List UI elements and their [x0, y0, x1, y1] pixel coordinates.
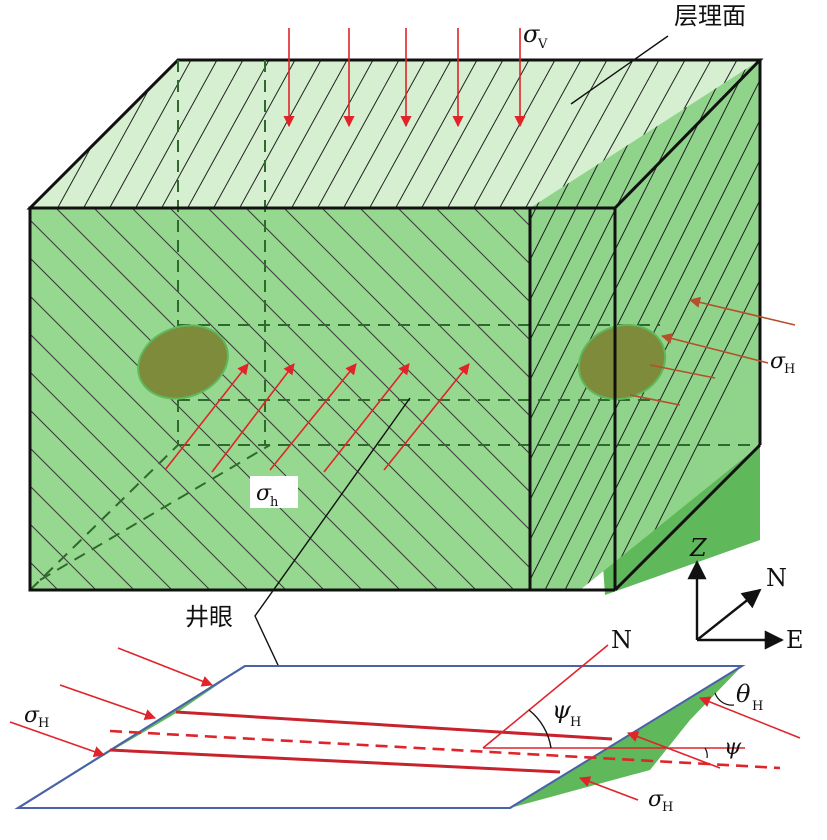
svg-text:ψ: ψ	[552, 696, 572, 724]
svg-text:σ: σ	[770, 349, 786, 374]
bedding-line	[245, 208, 530, 493]
bedding-line	[30, 409, 211, 590]
svg-text:h: h	[270, 495, 279, 510]
sigma-H-bottom-label: σ H	[648, 787, 673, 815]
bedding-line	[487, 60, 593, 208]
wellbore-label: 井眼	[185, 603, 233, 631]
svg-text:H: H	[38, 716, 49, 731]
bedding-line	[279, 60, 385, 208]
bedding-line	[97, 60, 203, 208]
bedding-line	[0, 208, 20, 590]
bedding-line	[774, 40, 827, 230]
theta-H-arc	[714, 692, 735, 706]
bedding-line	[409, 60, 515, 208]
sigma-v-label: σ V	[523, 20, 548, 52]
cube-outline	[28, 58, 762, 592]
bedding-line	[530, 60, 760, 590]
svg-text:σ: σ	[523, 20, 540, 48]
coordinate-axes	[687, 560, 784, 650]
svg-text:H: H	[752, 699, 763, 714]
plane-north-label: N	[611, 626, 632, 654]
bedding-line	[530, 60, 701, 590]
bedding-line	[30, 295, 325, 590]
svg-text:σ: σ	[256, 481, 272, 506]
bedding-line	[599, 60, 760, 590]
bedding-line	[461, 60, 567, 208]
top-face	[30, 60, 760, 208]
bedding-line	[435, 60, 541, 208]
sigma-H-right-arrows	[629, 296, 796, 406]
bedding-line	[530, 60, 760, 590]
svg-text:σ: σ	[24, 703, 40, 728]
sigma-h-arrows	[164, 363, 470, 473]
svg-text:H: H	[784, 362, 795, 377]
bedding-line	[123, 60, 229, 208]
north-line	[482, 644, 609, 749]
bedding-line	[383, 60, 489, 208]
bedding-line	[283, 208, 530, 455]
plane-sigma-H-arrows	[9, 647, 801, 801]
bedding-line	[539, 60, 760, 590]
bedding-line	[149, 60, 255, 208]
north-axis-label: N	[766, 564, 787, 592]
wellbore-hole-front	[137, 324, 229, 400]
bedding-line	[30, 447, 173, 590]
bedding-line	[359, 208, 530, 379]
bedding-line	[357, 60, 463, 208]
psi-arc	[704, 747, 708, 759]
east-axis-label: E	[786, 626, 804, 654]
bedding-line	[30, 333, 287, 590]
bedding-line	[559, 60, 760, 590]
svg-text:θ: θ	[736, 680, 751, 708]
psi-H-arc	[528, 709, 552, 749]
bedding-plane-label: 层理面	[674, 2, 746, 30]
wellbore-axis	[109, 729, 781, 770]
bedding-line	[30, 523, 97, 590]
horizontal-plane	[9, 644, 801, 809]
bedding-line	[530, 60, 721, 590]
bedding-line	[530, 60, 741, 590]
svg-text:σ: σ	[648, 787, 664, 812]
bedding-line	[30, 485, 135, 590]
svg-text:H: H	[570, 715, 581, 730]
bedding-line	[435, 208, 530, 303]
sigma-H-right-label: σ H	[770, 349, 795, 377]
bedding-line	[321, 208, 530, 417]
bedding-line	[619, 60, 760, 590]
right-bottom-wedge	[600, 445, 760, 595]
theta-H-label: θ H	[736, 680, 763, 714]
wellbore-walls	[109, 710, 613, 774]
bedding-line	[530, 60, 760, 590]
rock-cube	[0, 40, 827, 595]
bedding-line	[30, 371, 249, 590]
bedding-line	[253, 60, 359, 208]
bedding-line	[175, 60, 281, 208]
z-axis-label: Z	[689, 534, 708, 562]
svg-text:V: V	[537, 37, 548, 52]
bedding-line	[579, 60, 760, 590]
sigma-v-arrows	[283, 28, 526, 128]
psi-H-label: ψ H	[552, 696, 581, 730]
bedding-line	[227, 60, 333, 208]
bedding-line	[397, 208, 530, 341]
sigma-H-left-label: σ H	[24, 703, 49, 731]
sigma-h-label: σ h	[256, 481, 279, 510]
bedding-line	[513, 60, 619, 208]
psi-label: ψ	[724, 735, 742, 760]
bedding-line	[331, 60, 437, 208]
svg-text:H: H	[662, 800, 673, 815]
bedding-line	[305, 60, 411, 208]
